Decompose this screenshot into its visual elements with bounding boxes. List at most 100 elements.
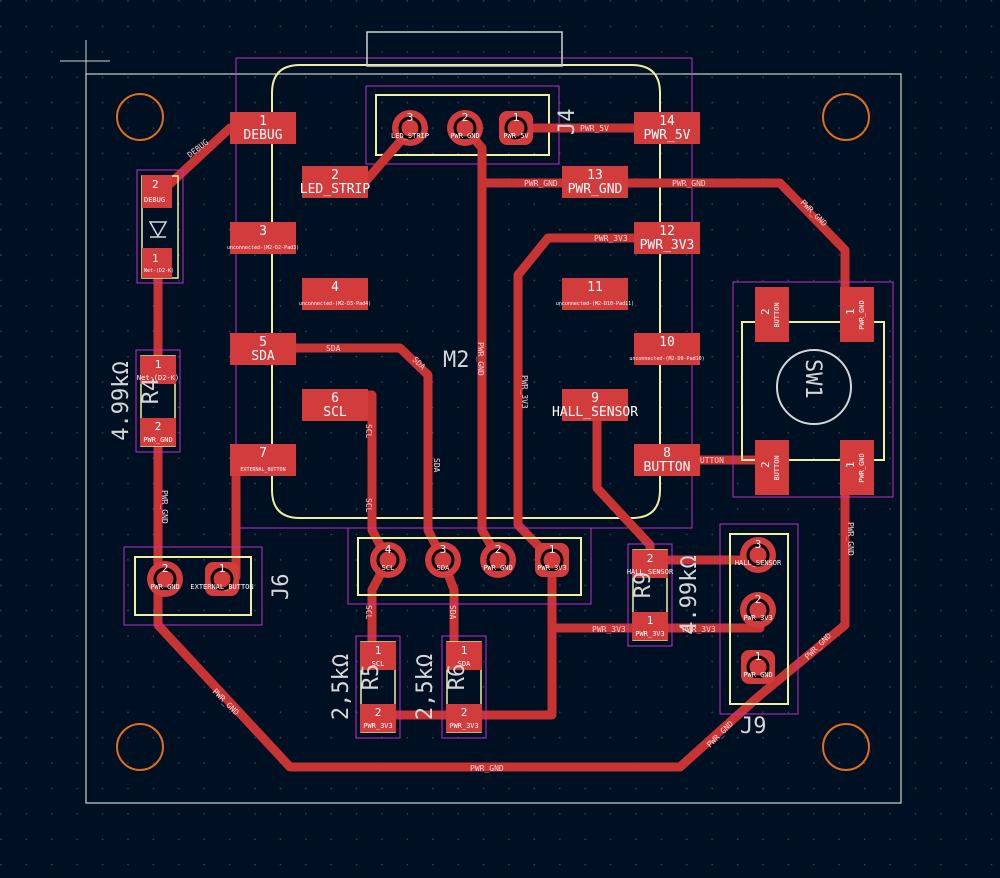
r4-ref: R4 — [139, 378, 164, 405]
net-label-gnd-2: PWR_GND — [672, 179, 706, 188]
connector-j6-outline — [123, 546, 263, 626]
net-label-3v3-1: PWR_3V3 — [594, 234, 628, 243]
sw1-pad-name: PWR_GND — [858, 453, 866, 483]
r4-pad-name-top: Net-(D2-K) — [137, 374, 179, 382]
j_i2c-pin-num: 4 — [385, 543, 392, 556]
module-pad-name: LED_STRIP — [300, 182, 371, 197]
j9-pin-name: PWR_GND — [743, 671, 773, 679]
module-pad-num: 3 — [259, 224, 267, 239]
j9-pin-name: HALL_SENSOR — [735, 559, 782, 567]
r4-pad-name-bot: PWR_GND — [143, 436, 173, 444]
j6-pin-num: 2 — [162, 562, 169, 575]
net-label-3v3-2: PWR_3V3 — [592, 625, 626, 634]
module-pad-name: SDA — [251, 349, 275, 364]
r5-pad-num-top: 1 — [375, 644, 382, 657]
net-label-3v3-3: PWR_3V3 — [682, 625, 716, 634]
j_top-pin-name: PWR_5V — [503, 132, 529, 140]
net-label-gnd-4: PWR_GND — [470, 764, 504, 773]
net-label-scl-3: SCL — [364, 605, 373, 620]
net-label-scl-2: SCL — [364, 498, 373, 513]
r6-value: 2,5kΩ — [413, 654, 438, 720]
j_i2c-pin-num: 3 — [440, 543, 447, 556]
switch-sw1-outline — [732, 281, 894, 498]
sw1-pad-name: BUTTON — [773, 302, 781, 327]
module-pad-num: 6 — [331, 391, 339, 406]
mounting-hole-bl — [116, 723, 164, 771]
module-pad-name: DEBUG — [243, 128, 282, 143]
r4-value: 4.99kΩ — [109, 361, 134, 440]
r9-ref: R9 — [631, 572, 656, 599]
connector-j9-outline — [719, 523, 799, 715]
led-pad2-num: 2 — [152, 178, 159, 191]
mounting-hole-br — [822, 723, 870, 771]
r6-pad-name-bot: PWR_3V3 — [449, 722, 479, 730]
module-pad-num: 13 — [587, 168, 603, 183]
j_i2c-pin-name: SCL — [382, 564, 395, 572]
module-pad-name: PWR_3V3 — [640, 238, 695, 253]
net-label-gnd-7: PWR_GND — [476, 342, 485, 376]
led-pad1-num: 1 — [152, 252, 159, 265]
sw1-ref: SW1 — [800, 359, 825, 399]
r6-pad-name-top: SDA — [458, 660, 471, 668]
module-pad-name: PWR_5V — [644, 128, 691, 143]
j_top-pin-name: PWR_GND — [450, 132, 480, 140]
r9-value: 4.99kΩ — [677, 555, 702, 634]
led-pad1-name: Net-(D2-K) — [144, 268, 174, 274]
module-pad-name: HALL_SENSOR — [552, 405, 638, 420]
board-outline — [85, 73, 902, 804]
module-pad-name: PWR_GND — [568, 182, 623, 197]
j_i2c-pin-name: PWR_3V3 — [537, 564, 567, 572]
r6-pad-num-top: 1 — [461, 644, 468, 657]
sw1-pad-name: PWR_GND — [858, 300, 866, 330]
connector-i2c-outline — [347, 527, 592, 605]
j9-pin-name: PWR_3V3 — [743, 614, 773, 622]
r5-ref: R5 — [359, 664, 384, 691]
module-pad-num: 10 — [659, 335, 675, 350]
r6-pad-num-bot: 2 — [461, 706, 468, 719]
net-label-gnd-1: PWR_GND — [524, 179, 558, 188]
sw1-pad-num: 1 — [844, 308, 857, 315]
net-label-gnd-8: PWR_GND — [846, 522, 855, 556]
net-label-sda-3: SDA — [432, 458, 441, 473]
led-d2: 2 DEBUG 1 Net-(D2-K) — [136, 169, 184, 284]
module-pad-name: unconnected-(M2-D10-Pad11) — [556, 301, 634, 307]
module-pad-name: SCL — [323, 405, 347, 420]
sw1-pad-name: BUTTON — [773, 455, 781, 480]
r9-pad-num-top: 2 — [647, 552, 654, 565]
net-label-sda-1: SDA — [326, 344, 341, 353]
module-pad-name: BUTTON — [644, 460, 691, 475]
j_i2c-pin-name: PWR_GND — [483, 564, 513, 572]
trace-3v3-a — [513, 233, 671, 565]
module-pad-num: 8 — [663, 446, 671, 461]
r9-pad-name-top: HALL_SENSOR — [627, 568, 674, 576]
r5-pad-name-top: SCL — [372, 660, 385, 668]
j9-ref: J9 — [740, 714, 767, 739]
r5-pad-num-bot: 2 — [375, 706, 382, 719]
j_top-pin-num: 3 — [407, 111, 414, 124]
mounting-hole-tr — [822, 93, 870, 141]
mounting-holes — [116, 93, 870, 771]
r6-ref: R6 — [445, 664, 470, 691]
